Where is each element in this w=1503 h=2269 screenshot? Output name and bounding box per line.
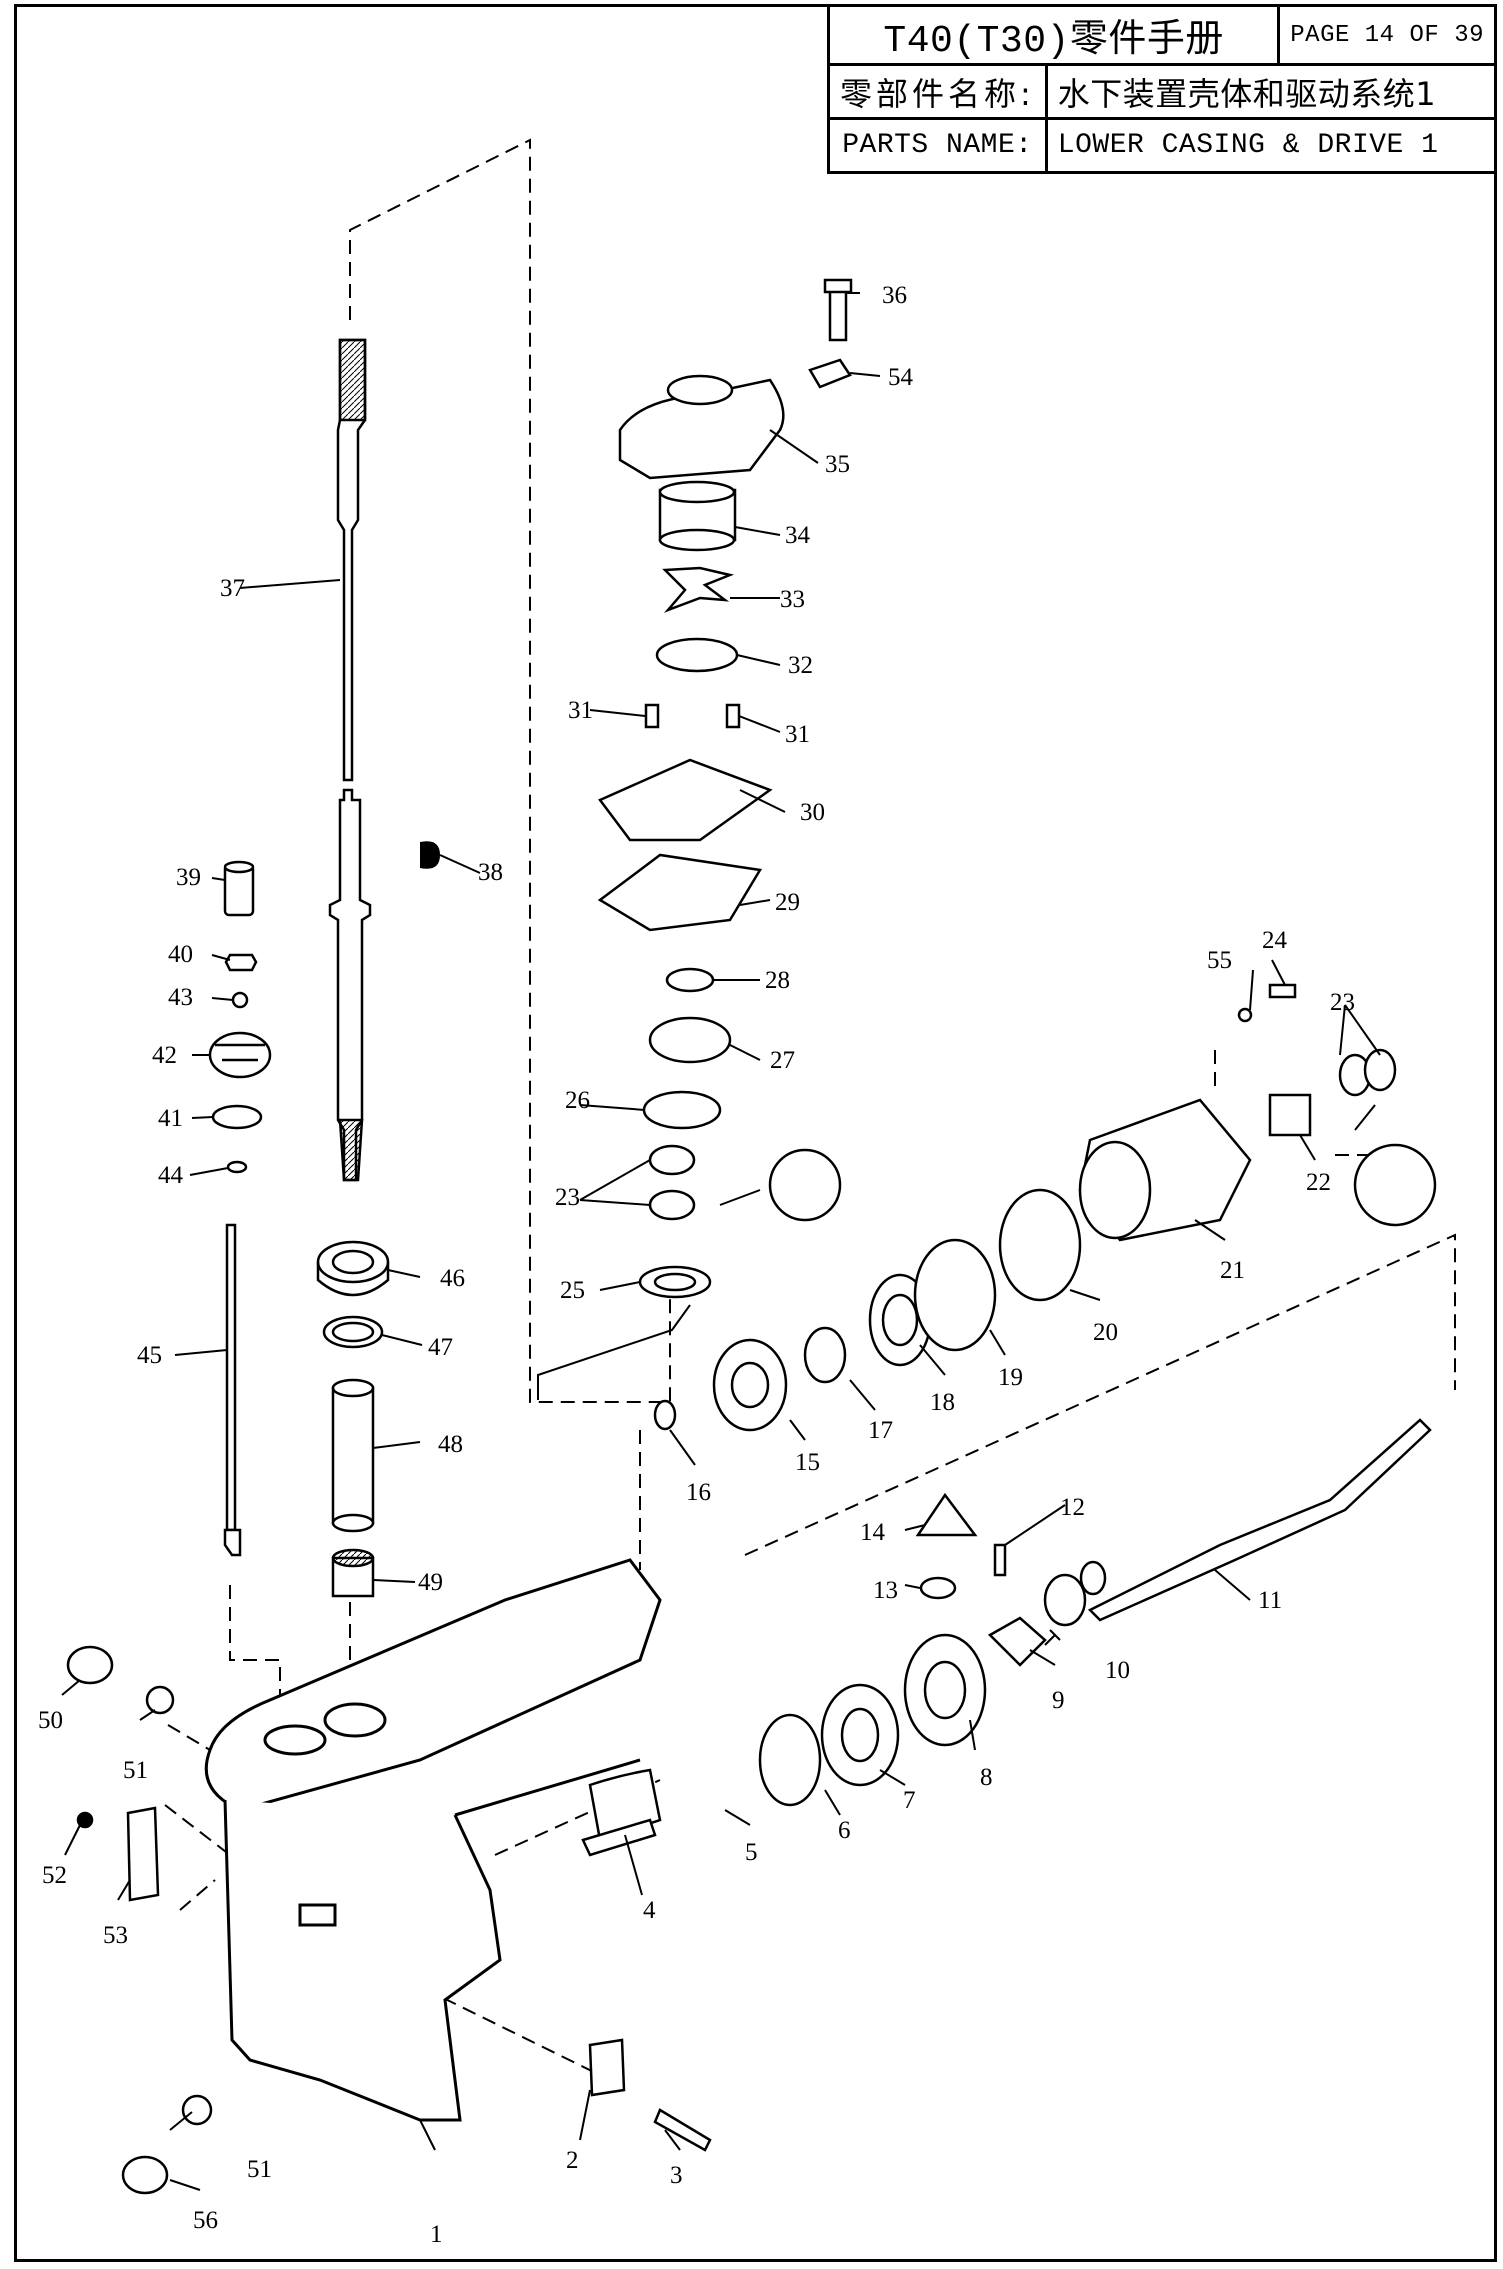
callout-c26: 26 xyxy=(565,1087,590,1114)
gear-bearing-parts xyxy=(653,983,1437,1432)
callout-c55: 55 xyxy=(1207,947,1232,974)
callout-c47: 47 xyxy=(428,1334,453,1361)
callout-c54: 54 xyxy=(888,364,914,391)
callout-c31-left: 31 xyxy=(568,697,593,724)
callout-c17: 17 xyxy=(868,1417,893,1444)
callout-c31-right: 31 xyxy=(785,721,810,748)
callout-c45: 45 xyxy=(137,1342,162,1369)
callout-c7: 7 xyxy=(903,1787,916,1814)
sheet-border xyxy=(14,4,1497,2262)
bearing-sleeve-parts xyxy=(316,1240,390,1598)
callout-c1: 1 xyxy=(430,2221,443,2248)
callout-c20: 20 xyxy=(1093,1319,1118,1346)
callout-c53: 53 xyxy=(103,1922,128,1949)
cn-parts-label: 零部件名称: xyxy=(827,63,1048,120)
callout-c37: 37 xyxy=(220,575,245,602)
callout-c34: 34 xyxy=(785,522,811,549)
callout-c29: 29 xyxy=(775,889,800,916)
en-parts-label: PARTS NAME: xyxy=(827,117,1048,174)
drive-shaft xyxy=(328,338,372,1182)
callout-c16: 16 xyxy=(686,1479,711,1506)
callout-c9: 9 xyxy=(1052,1687,1065,1714)
callout-c51-lower: 51 xyxy=(247,2156,272,2183)
callout-c15: 15 xyxy=(795,1449,820,1476)
callout-c42: 42 xyxy=(152,1042,177,1069)
callout-c4: 4 xyxy=(643,1897,656,1924)
callout-c27: 27 xyxy=(770,1047,795,1074)
callout-c50: 50 xyxy=(38,1707,63,1734)
model-title: T40(T30)零件手册 xyxy=(826,4,1281,66)
callout-c25: 25 xyxy=(560,1277,585,1304)
title-block: T40(T30)零件手册 PAGE 14 OF 39 零部件名称: 水下装置壳体… xyxy=(826,4,1498,174)
callout-c23-lower: 23 xyxy=(555,1184,580,1211)
callout-c28: 28 xyxy=(765,967,790,994)
callout-c40: 40 xyxy=(168,941,193,968)
callout-c38: 38 xyxy=(478,859,503,886)
callout-c30: 30 xyxy=(800,799,825,826)
callout-c49: 49 xyxy=(418,1569,443,1596)
propeller-shaft-parts xyxy=(581,1418,1432,1857)
callout-c41: 41 xyxy=(158,1105,183,1132)
callout-c33: 33 xyxy=(780,586,805,613)
callout-c23-upper: 23 xyxy=(1330,989,1355,1016)
page-number: PAGE 14 OF 39 xyxy=(1277,4,1497,66)
callout-c14: 14 xyxy=(860,1519,886,1546)
callout-c13: 13 xyxy=(873,1577,898,1604)
callout-c12: 12 xyxy=(1060,1494,1085,1521)
callout-c44: 44 xyxy=(158,1162,184,1189)
callout-c48: 48 xyxy=(438,1431,463,1458)
lower-casing xyxy=(204,1558,662,2122)
callout-c39: 39 xyxy=(176,864,201,891)
callout-c35: 35 xyxy=(825,451,850,478)
callout-c21: 21 xyxy=(1220,1257,1245,1284)
cn-parts-name: 水下装置壳体和驱动系统1 xyxy=(1044,63,1498,120)
callout-c43: 43 xyxy=(168,984,193,1011)
callout-c22: 22 xyxy=(1306,1169,1331,1196)
callout-c3: 3 xyxy=(670,2162,683,2189)
shift-rod-parts xyxy=(208,860,272,1557)
callout-c32: 32 xyxy=(788,652,813,679)
callout-c51-upper: 51 xyxy=(123,1757,148,1784)
callout-c52: 52 xyxy=(42,1862,67,1889)
callout-c19: 19 xyxy=(998,1364,1023,1391)
woodruff-key xyxy=(420,841,440,869)
callout-c8: 8 xyxy=(980,1764,993,1791)
callout-c18: 18 xyxy=(930,1389,955,1416)
callout-c11: 11 xyxy=(1258,1587,1282,1614)
callout-labels: 1 2 3 4 5 6 7 8 9 10 11 12 13 14 15 16 1… xyxy=(38,282,1355,2248)
callout-c56: 56 xyxy=(193,2207,218,2234)
callout-c6: 6 xyxy=(838,1817,851,1844)
callout-c46: 46 xyxy=(440,1265,465,1292)
callout-c5: 5 xyxy=(745,1839,758,1866)
plugs-and-anodes xyxy=(66,1645,712,2195)
en-parts-name: LOWER CASING & DRIVE 1 xyxy=(1044,117,1498,174)
callout-c36: 36 xyxy=(882,282,907,309)
callout-c2: 2 xyxy=(566,2147,579,2174)
water-pump-parts xyxy=(597,278,853,1299)
callout-c10: 10 xyxy=(1105,1657,1130,1684)
leader-lines xyxy=(61,292,1381,2191)
callout-c24: 24 xyxy=(1262,927,1288,954)
